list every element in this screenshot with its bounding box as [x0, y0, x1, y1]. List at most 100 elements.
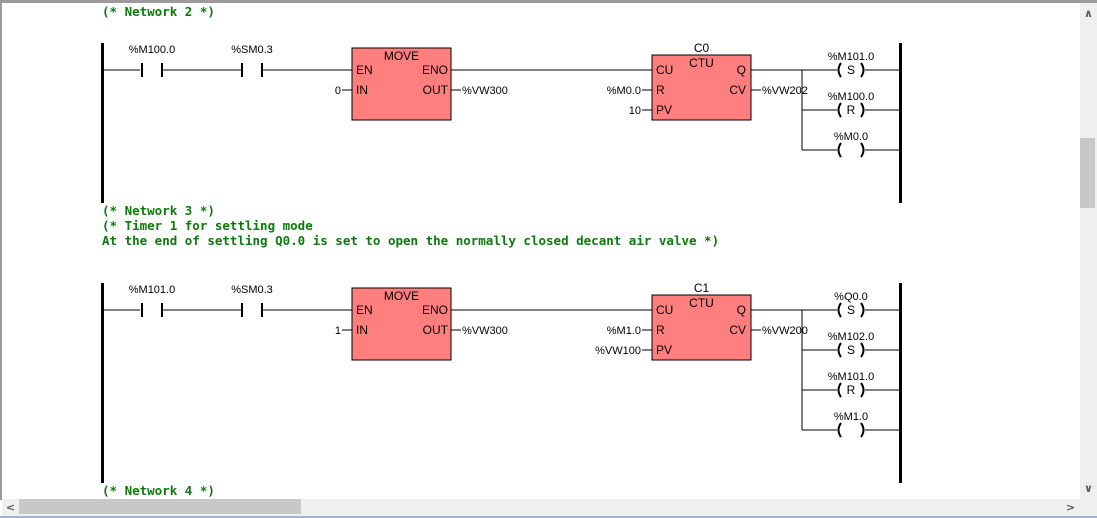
contact-right-bar [261, 303, 263, 317]
move-block-title: MOVE [384, 289, 419, 303]
pin-cu: CU [656, 303, 673, 317]
coil-operand-label: %M102.0 [828, 331, 874, 343]
pin-r: R [656, 323, 665, 337]
coil-right-arc [860, 342, 865, 358]
scroll-down-icon[interactable]: ∨ [1084, 482, 1093, 495]
ladder-canvas[interactable]: (* Network 2 *) (* Network 3 *) (* Timer… [2, 3, 1080, 499]
pin-r: R [656, 83, 665, 97]
scroll-up-icon[interactable]: ∧ [1084, 7, 1093, 20]
coil[interactable]: %M0.0 [802, 131, 899, 158]
contact-operand-label: %SM0.3 [231, 284, 273, 296]
vertical-scrollbar[interactable]: ∧ ∨ [1080, 3, 1097, 499]
coil-left-arc [837, 142, 842, 158]
contact-right-bar [161, 63, 163, 77]
network-3-comment-line-3: At the end of settling Q0.0 is set to op… [102, 233, 719, 248]
counter-cv-value: %VW200 [762, 325, 808, 337]
left-border [0, 0, 2, 500]
contact-left-bar [141, 303, 143, 317]
contact-operand-label: %M101.0 [129, 284, 175, 296]
pin-cv: CV [729, 83, 746, 97]
coil[interactable]: S%M102.0 [802, 331, 899, 358]
right-power-rail [899, 43, 902, 203]
contact-no[interactable]: %SM0.3 [231, 284, 273, 317]
counter-r-value: %M1.0 [607, 325, 641, 337]
top-border [0, 0, 1097, 3]
contact-right-bar [261, 63, 263, 77]
contact-left-bar [241, 63, 243, 77]
coil-type: S [847, 303, 855, 317]
scroll-right-icon[interactable]: > [1065, 501, 1076, 514]
coil-left-arc [837, 422, 842, 438]
horizontal-scrollbar[interactable]: < > [2, 499, 1080, 516]
move-block-body [351, 287, 452, 361]
coil[interactable]: R%M100.0 [802, 91, 899, 118]
contact-left-bar [141, 63, 143, 77]
coil-operand-label: %M100.0 [828, 91, 874, 103]
contact-operand-label: %M100.0 [129, 44, 175, 56]
counter-block-body [651, 294, 752, 361]
coil-left-arc [837, 62, 842, 78]
move-block-title: MOVE [384, 49, 419, 63]
pin-pv: PV [656, 343, 672, 357]
contact-left-bar [241, 303, 243, 317]
coil-right-arc [860, 62, 865, 78]
coil-operand-label: %M1.0 [834, 411, 868, 423]
network-3-comment-line-1: (* Network 3 *) [102, 203, 215, 218]
coil-left-arc [837, 382, 842, 398]
coil[interactable]: %M1.0 [802, 411, 899, 438]
horizontal-scroll-thumb[interactable] [19, 499, 301, 514]
counter-name: C1 [694, 281, 710, 295]
pin-pv: PV [656, 103, 672, 117]
pin-out: OUT [423, 323, 449, 337]
pin-cv: CV [729, 323, 746, 337]
coil-operand-label: %M0.0 [834, 131, 868, 143]
counter-cv-value: %VW202 [762, 85, 808, 97]
move-block-body [351, 47, 452, 121]
counter-pv-value: 10 [629, 105, 641, 117]
contact-no[interactable]: %SM0.3 [231, 44, 273, 77]
pin-in: IN [356, 323, 368, 337]
coil-type: R [847, 383, 856, 397]
coil-type: S [847, 343, 855, 357]
coil[interactable]: S%M101.0 [802, 51, 899, 78]
coil-type: S [847, 63, 855, 77]
coil-type: R [847, 103, 856, 117]
vertical-scroll-thumb[interactable] [1080, 137, 1095, 208]
network-4-comment: (* Network 4 *) [102, 483, 215, 498]
right-power-rail [899, 283, 902, 483]
network-3-comment-line-2: (* Timer 1 for settling mode [102, 218, 313, 233]
pin-en: EN [356, 303, 373, 317]
scroll-left-icon[interactable]: < [5, 501, 16, 514]
move-out-value: %VW300 [462, 85, 508, 97]
coil-operand-label: %Q0.0 [834, 291, 868, 303]
counter-r-value: %M0.0 [607, 85, 641, 97]
left-power-rail [101, 43, 104, 203]
contact-no[interactable]: %M100.0 [129, 44, 175, 77]
network-2-comment: (* Network 2 *) [102, 4, 215, 19]
move-in-value: 0 [335, 85, 341, 97]
pin-cu: CU [656, 63, 673, 77]
coil-right-arc [860, 422, 865, 438]
coil-right-arc [860, 102, 865, 118]
counter-name: C0 [694, 41, 710, 55]
bottom-border [0, 516, 1097, 518]
pin-en: EN [356, 63, 373, 77]
counter-block-body [651, 54, 752, 121]
contact-no[interactable]: %M101.0 [129, 284, 175, 317]
coil[interactable]: R%M101.0 [802, 371, 899, 398]
pin-eno: ENO [422, 303, 448, 317]
coil[interactable]: S%Q0.0 [802, 291, 899, 318]
coil-left-arc [837, 302, 842, 318]
move-in-value: 1 [335, 325, 341, 337]
left-power-rail [101, 283, 104, 483]
pin-out: OUT [423, 83, 449, 97]
pin-q: Q [737, 303, 746, 317]
coil-right-arc [860, 382, 865, 398]
